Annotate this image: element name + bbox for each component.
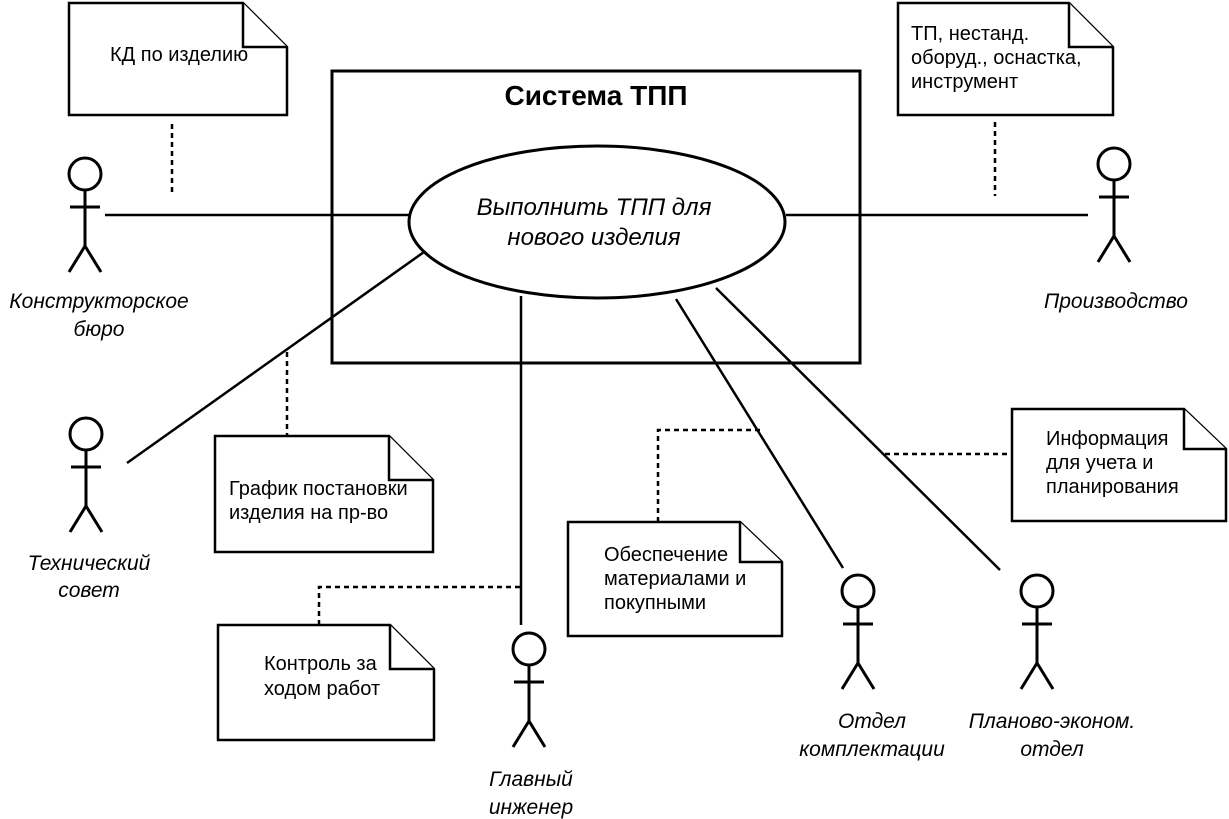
actor-procurement-dept: Отдел комплектации <box>799 573 945 761</box>
note-materials-line-3: покупными <box>604 592 706 614</box>
system-title: Система ТПП <box>505 80 688 111</box>
note-control-line-2: ходом работ <box>264 678 380 700</box>
actor-design-bureau-line-2: бюро <box>74 318 125 341</box>
note-schedule-line-1: График постановки <box>229 478 408 500</box>
use-case-ellipse <box>407 144 787 300</box>
actor-planning-dept-line-1: Планово-эконом. <box>969 710 1136 733</box>
actor-chief-engineer-line-1: Главный <box>489 768 573 791</box>
stick-figure-icon <box>67 156 103 273</box>
note-link-control <box>317 585 521 625</box>
association-tech-council <box>126 250 425 465</box>
note-control: Контроль за ходом работ <box>216 623 436 742</box>
note-schedule: График постановки изделия на пр-во <box>213 434 435 554</box>
note-tp-line-1: ТП, нестанд. <box>911 23 1029 45</box>
actor-procurement-dept-line-1: Отдел <box>838 710 906 733</box>
note-kd: КД по изделию <box>67 1 289 117</box>
actor-chief-engineer-line-2: инженер <box>489 796 573 819</box>
actor-tech-council-line-2: совет <box>58 579 120 602</box>
note-schedule-line-2: изделия на пр-во <box>229 502 388 524</box>
note-info-line-1: Информация <box>1046 428 1168 450</box>
note-control-line-1: Контроль за <box>264 653 378 675</box>
note-link-materials <box>656 428 760 522</box>
note-tp: ТП, нестанд. оборуд., оснастка, инструме… <box>896 1 1115 117</box>
actor-design-bureau: Конструкторское бюро <box>9 156 189 341</box>
actor-production-line-1: Производство <box>1044 290 1188 313</box>
actor-procurement-dept-line-2: комплектации <box>799 738 945 761</box>
actor-chief-engineer: Главный инженер <box>489 631 573 819</box>
note-materials-line-1: Обеспечение <box>604 544 728 566</box>
note-info-line-2: для учета и <box>1046 452 1153 474</box>
note-materials-line-2: материалами и <box>604 568 746 590</box>
stick-figure-icon <box>1096 146 1132 263</box>
actor-planning-dept: Планово-эконом. отдел <box>969 573 1136 761</box>
stick-figure-icon <box>1019 573 1055 690</box>
stick-figure-icon <box>68 416 104 533</box>
note-tp-line-3: инструмент <box>911 71 1018 93</box>
association-procurement <box>674 298 845 569</box>
use-case-line-1: Выполнить ТПП для <box>477 194 712 221</box>
note-info-line-3: планирования <box>1046 476 1179 498</box>
actor-tech-council-line-1: Технический <box>28 552 151 575</box>
note-tp-line-2: оборуд., оснастка, <box>911 47 1082 69</box>
actor-planning-dept-line-2: отдел <box>1020 738 1084 761</box>
stick-figure-icon <box>511 631 547 748</box>
note-info: Информация для учета и планирования <box>1010 407 1228 523</box>
system-boundary <box>330 69 862 365</box>
actor-production: Производство <box>1044 146 1188 313</box>
actor-tech-council: Технический совет <box>28 416 151 602</box>
note-kd-line-1: КД по изделию <box>110 44 248 66</box>
use-case-line-2: нового изделия <box>507 224 680 251</box>
association-planning <box>715 287 1001 571</box>
stick-figure-icon <box>840 573 876 690</box>
actor-design-bureau-line-1: Конструкторское <box>9 290 188 313</box>
note-materials: Обеспечение материалами и покупными <box>566 520 784 638</box>
